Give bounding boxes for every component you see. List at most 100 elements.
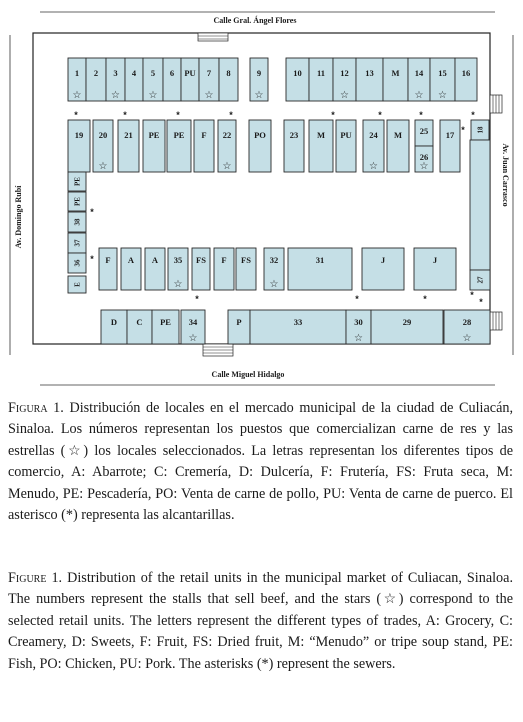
stall-label: 18 bbox=[477, 126, 485, 134]
stall-bottom-row-4: P bbox=[227, 309, 251, 345]
stall-bottom-row-1: C bbox=[126, 309, 153, 345]
street-south: Calle Miguel Hidalgo bbox=[212, 370, 285, 379]
stall-label: 4 bbox=[132, 68, 137, 78]
stall-second-row-16: 18 bbox=[470, 119, 490, 141]
star-icon: ☆ bbox=[111, 90, 120, 101]
stall-label: PO bbox=[254, 130, 266, 140]
stall-label: 12 bbox=[340, 68, 349, 78]
stall-second-row-13: 25 bbox=[414, 119, 434, 147]
star-icon: ☆ bbox=[99, 161, 108, 172]
sewer-asterisk-icon: * bbox=[90, 207, 94, 217]
stall-label: PE bbox=[74, 197, 82, 206]
stall-top-row-10: 10 bbox=[285, 57, 310, 102]
stall-label: 28 bbox=[463, 317, 472, 327]
sewer-asterisk-icon: * bbox=[123, 110, 127, 120]
star-icon: ☆ bbox=[415, 90, 424, 101]
stall-label: PU bbox=[184, 68, 195, 78]
stall-bottom-row-7: 29 bbox=[370, 309, 444, 345]
stall-second-row-11: 24☆ bbox=[362, 119, 385, 173]
stall-label: PE bbox=[160, 317, 171, 327]
stall-top-row-11: 11 bbox=[308, 57, 334, 102]
stall-label: A bbox=[128, 255, 135, 265]
stall-second-row-1: 20☆ bbox=[92, 119, 114, 173]
star-icon: ☆ bbox=[463, 333, 472, 344]
sewer-asterisk-icon: * bbox=[90, 254, 94, 264]
caption-english-text: Distribution of the retail units in the … bbox=[8, 570, 513, 672]
stall-label: M bbox=[391, 68, 399, 78]
stall-second-row-7: PO bbox=[248, 119, 272, 173]
stall-second-row-15: 17 bbox=[439, 119, 461, 173]
stall-label: 10 bbox=[293, 68, 302, 78]
sewer-asterisk-icon: * bbox=[74, 110, 78, 120]
stall-second-row-0: 19 bbox=[67, 119, 91, 173]
stall-label: 21 bbox=[124, 130, 133, 140]
star-icon: ☆ bbox=[270, 279, 279, 290]
stall-second-row-6: 22☆ bbox=[217, 119, 237, 173]
stall-top-row-7: 7☆ bbox=[198, 57, 220, 102]
stall-label: 6 bbox=[170, 68, 174, 78]
stall-label: 15 bbox=[438, 68, 447, 78]
stall-top-row-13: 13 bbox=[355, 57, 384, 102]
caption-english: Figure 1. Distribution of the retail uni… bbox=[8, 568, 513, 675]
stall-label: 34 bbox=[189, 317, 198, 327]
stall-label: 14 bbox=[415, 68, 424, 78]
stall-bottom-row-2: PE bbox=[151, 309, 180, 345]
stall-label: 8 bbox=[226, 68, 230, 78]
stall-label: 27 bbox=[477, 276, 485, 284]
sewer-asterisk-icon: * bbox=[355, 294, 359, 304]
star-icon: ☆ bbox=[354, 333, 363, 344]
stall-third-row-2: A bbox=[144, 247, 166, 291]
stall-label: M bbox=[317, 130, 325, 140]
stall-bottom-row-5: 33 bbox=[249, 309, 347, 345]
star-icon: ☆ bbox=[369, 161, 378, 172]
stall-label: F bbox=[221, 255, 226, 265]
stall-west-column-1: PE bbox=[67, 191, 87, 212]
stall-label: PU bbox=[340, 130, 351, 140]
star-icon: ☆ bbox=[73, 90, 82, 101]
stall-bottom-row-3: 34 ☆ bbox=[180, 309, 206, 345]
stall-top-row-5: 6 bbox=[162, 57, 182, 102]
stall-third-row-9: J bbox=[361, 247, 405, 291]
stall-third-row-0: F bbox=[98, 247, 118, 291]
stall-top-row-0: 1☆ bbox=[67, 57, 87, 102]
stall-label: E bbox=[74, 282, 82, 287]
stall-label: 16 bbox=[462, 68, 471, 78]
caption-spanish-text: Distribución de locales en el mercado mu… bbox=[8, 400, 514, 524]
stall-top-row-3: 4 bbox=[124, 57, 144, 102]
sewer-asterisk-icon: * bbox=[470, 290, 474, 300]
stall-top-row-17: 16 bbox=[454, 57, 478, 102]
stall-third-row-5: F bbox=[213, 247, 235, 291]
stall-label: 31 bbox=[316, 255, 325, 265]
east-corridor-stall bbox=[469, 139, 491, 271]
sewer-asterisk-icon: * bbox=[423, 294, 427, 304]
stall-label: 30 bbox=[354, 317, 363, 327]
star-icon: ☆ bbox=[438, 90, 447, 101]
stall-label: 19 bbox=[75, 130, 84, 140]
stall-third-row-11: 27 bbox=[469, 269, 491, 291]
stall-top-row-16: 15 ☆ bbox=[429, 57, 456, 102]
star-icon: ☆ bbox=[189, 333, 198, 344]
stall-label: C bbox=[136, 317, 142, 327]
south-stairs bbox=[202, 343, 234, 357]
stall-bottom-row-0: D bbox=[100, 309, 128, 345]
stall-label: P bbox=[236, 317, 241, 327]
stall-third-row-8: 31 bbox=[287, 247, 353, 291]
stall-second-row-8: 23 bbox=[283, 119, 305, 173]
stall-west-column-3: 37 bbox=[67, 232, 87, 254]
stall-label: 9 bbox=[257, 68, 261, 78]
caption-spanish: Figura 1. Distribución de locales en el … bbox=[8, 398, 513, 526]
stall-second-row-9: M bbox=[308, 119, 334, 173]
stall-label: D bbox=[111, 317, 117, 327]
street-west: Av. Domingo Rubí bbox=[14, 185, 23, 249]
stall-second-row-10: PU bbox=[335, 119, 357, 173]
caption-english-label: Figure 1. bbox=[8, 570, 63, 586]
star-icon: ☆ bbox=[149, 90, 158, 101]
stall-second-row-2: 21 bbox=[117, 119, 140, 173]
sewer-asterisk-icon: * bbox=[479, 297, 483, 307]
stall-bottom-row-6: 30 ☆ bbox=[345, 309, 372, 345]
sewer-asterisk-icon: * bbox=[419, 110, 423, 120]
stall-third-row-7: 32☆ bbox=[263, 247, 285, 291]
stall-label: PE bbox=[149, 130, 160, 140]
stall-second-row-14: 26☆ bbox=[414, 145, 434, 173]
